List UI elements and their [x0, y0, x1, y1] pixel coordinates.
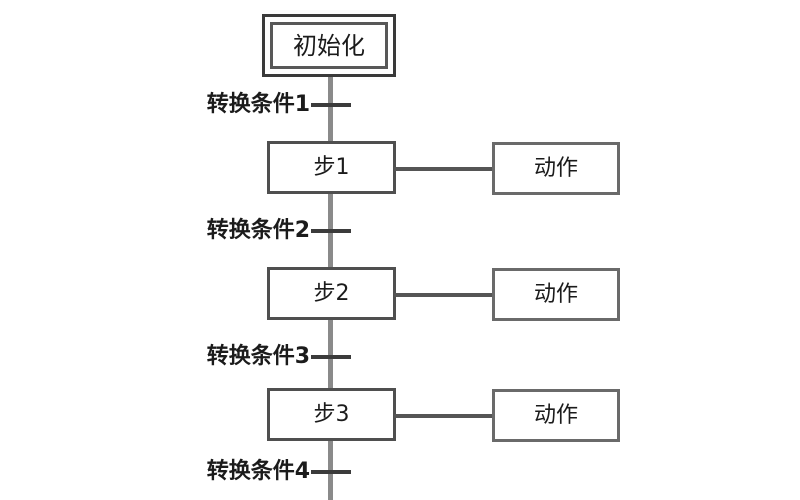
initial-step-inner-frame: 初始化: [270, 22, 388, 69]
step-box-2[interactable]: 步2: [267, 267, 396, 320]
transition-label-3: 转换条件3: [206, 344, 310, 369]
action-label-2: 动作: [533, 281, 578, 307]
link-line-step2-action2: [394, 293, 494, 297]
initial-step-label: 初始化: [293, 31, 365, 60]
link-line-step3-action3: [394, 414, 494, 418]
step-box-1[interactable]: 步1: [267, 141, 396, 194]
action-label-1: 动作: [533, 155, 578, 181]
step-label-1: 步1: [313, 154, 350, 180]
transition-bar-1[interactable]: [311, 103, 351, 107]
action-box-1[interactable]: 动作: [492, 142, 620, 195]
flow-line-init-to-step1: [328, 77, 333, 141]
transition-label-4: 转换条件4: [206, 459, 310, 484]
transition-label-1: 转换条件1: [206, 92, 310, 117]
step-label-2: 步2: [313, 280, 350, 306]
flow-line-step2-to-step3: [328, 320, 333, 388]
transition-bar-2[interactable]: [311, 229, 351, 233]
action-box-2[interactable]: 动作: [492, 268, 620, 321]
action-label-3: 动作: [533, 402, 578, 428]
initial-step-box[interactable]: 初始化: [262, 14, 396, 77]
step-box-3[interactable]: 步3: [267, 388, 396, 441]
action-box-3[interactable]: 动作: [492, 389, 620, 442]
transition-label-2: 转换条件2: [206, 218, 310, 243]
transition-bar-3[interactable]: [311, 355, 351, 359]
link-line-step1-action1: [394, 167, 494, 171]
transition-bar-4[interactable]: [311, 470, 351, 474]
step-label-3: 步3: [313, 401, 350, 427]
